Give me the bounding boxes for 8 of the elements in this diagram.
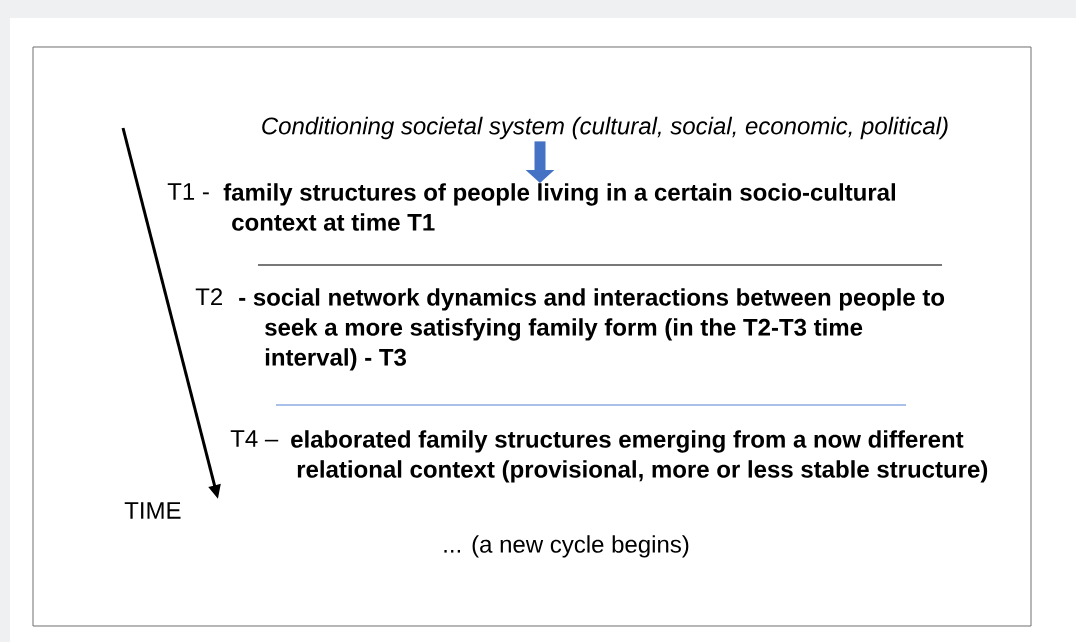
stage-text: - social network dynamics and interactions between people to seek a more satisfying family form (in the T2-T3 time interval) - T3: [239, 288, 945, 371]
stage-label: T4 –: [230, 430, 279, 447]
stage-text: T1 - family structures of people living in a certain socio-cultural context at time T1: [167, 183, 895, 231]
stage-label: T2: [195, 288, 222, 305]
axis-label: TIME: [124, 502, 181, 519]
note-text: ... (a new cycle begins): [444, 535, 689, 558]
stage-text: elaborated family structures emerging from a now different relational context (provisional, more or less stable structure): [291, 430, 988, 483]
heading-text: Conditioning societal system (cultural, social, economic, political): [262, 116, 948, 140]
